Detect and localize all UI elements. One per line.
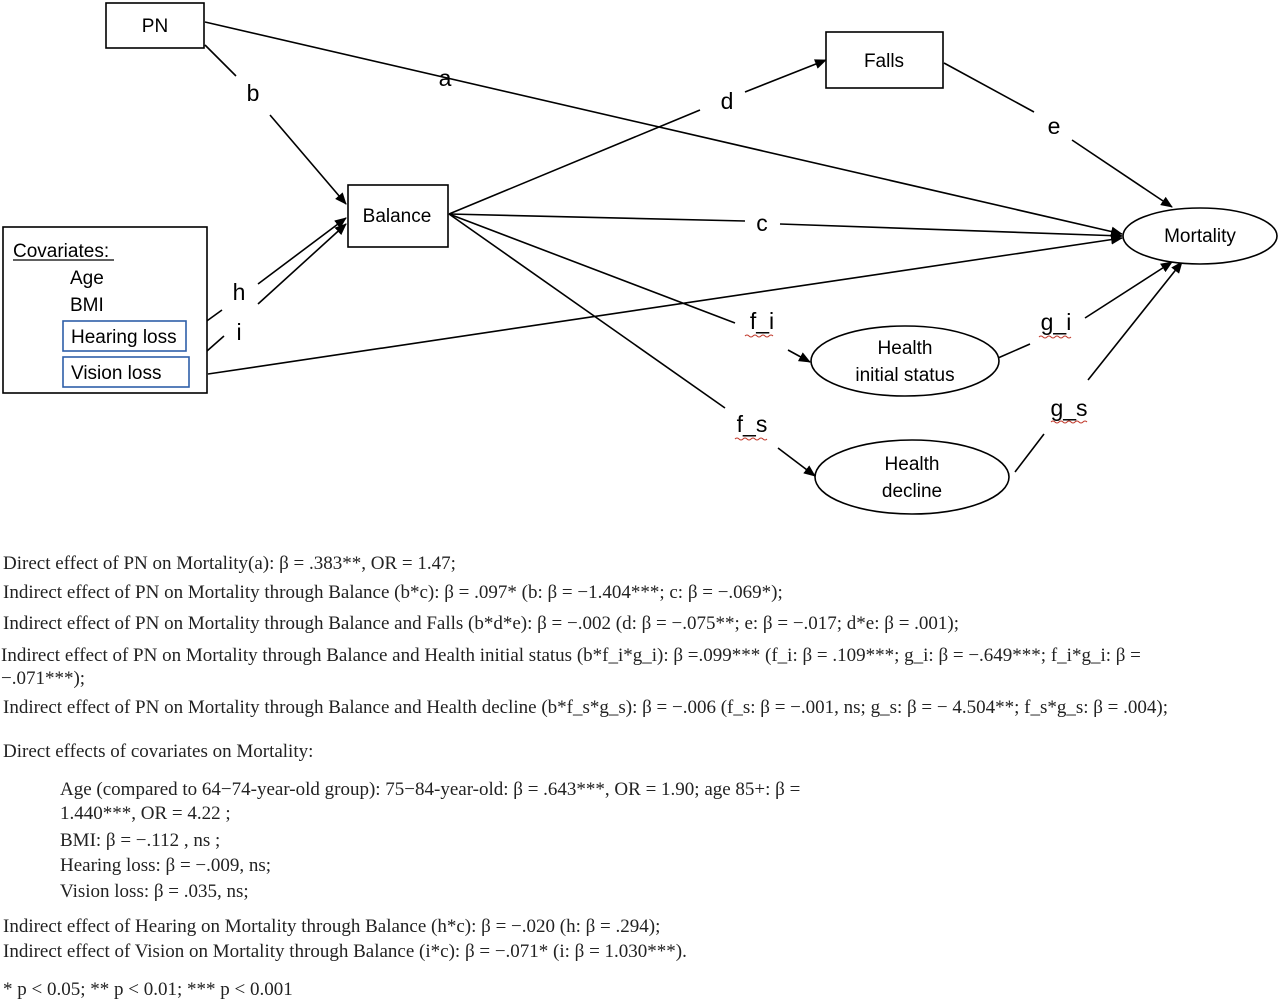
edge-label-i: i — [236, 319, 241, 345]
node-pn: PN — [105, 2, 205, 49]
significance-note: * p < 0.05; ** p < 0.01; *** p < 0.001 — [3, 979, 293, 1000]
edge-vision-mortality — [207, 234, 1123, 375]
effect-line-7a: Age (compared to 64−74-year-old group): … — [60, 779, 801, 800]
node-health-initial-line1: Health — [878, 338, 933, 359]
edge-label-g-s: g_s — [1050, 395, 1087, 421]
covariates-title: Covariates: — [13, 241, 109, 262]
edge-f-s — [448, 213, 726, 409]
edge-label-e: e — [1048, 113, 1061, 139]
effect-line-4b: −.071***); — [1, 668, 86, 689]
edge-g-s-arrow — [1087, 261, 1183, 381]
effect-line-5: Indirect effect of PN on Mortality throu… — [3, 697, 1169, 718]
edge-g-s — [1014, 433, 1045, 473]
effect-line-2: Indirect effect of PN on Mortality throu… — [3, 582, 783, 603]
edge-h-arrow — [257, 217, 347, 285]
covariate-vision-loss: Vision loss — [71, 363, 161, 384]
edge-label-c: c — [756, 210, 768, 236]
edge-i-balance — [257, 223, 347, 305]
edge-e — [943, 62, 1035, 113]
edge-d — [448, 109, 701, 215]
edge-label-b: b — [247, 80, 260, 106]
edge-g-i — [997, 343, 1031, 359]
node-health-initial: Health initial status — [810, 325, 1000, 397]
covariate-hearing-loss: Hearing loss — [71, 327, 177, 348]
edge-g-i-arrow — [1084, 261, 1173, 319]
node-balance-label: Balance — [363, 206, 432, 227]
edge-b — [204, 44, 237, 77]
covariate-age: Age — [70, 268, 104, 289]
node-balance: Balance — [347, 184, 449, 248]
node-health-decline-line2: decline — [882, 481, 942, 502]
edge-label-f-s: f_s — [737, 411, 768, 437]
node-falls: Falls — [825, 31, 944, 89]
node-pn-label: PN — [142, 16, 168, 37]
edge-label-f-i: f_i — [750, 308, 774, 334]
edge-f-s-arrow — [777, 447, 816, 477]
effect-line-1: Direct effect of PN on Mortality(a): β =… — [3, 553, 456, 574]
effect-line-10: Vision loss: β = .035, ns; — [60, 881, 249, 902]
edge-f-i — [448, 213, 736, 324]
node-mortality: Mortality — [1122, 207, 1278, 265]
effect-line-11: Indirect effect of Hearing on Mortality … — [3, 916, 661, 937]
node-health-decline: Health decline — [814, 439, 1010, 515]
edge-label-h: h — [233, 279, 246, 305]
edge-label-a: a — [439, 65, 452, 91]
path-diagram: PN Falls Balance Mortality Health initia… — [2, 2, 1278, 515]
edge-a — [204, 21, 1123, 237]
edge-d-arrow — [744, 59, 827, 93]
effect-line-9: Hearing loss: β = −.009, ns; — [60, 855, 272, 876]
effect-line-4a: Indirect effect of PN on Mortality throu… — [1, 645, 1141, 666]
edge-c — [448, 213, 746, 222]
edge-label-d: d — [721, 88, 734, 114]
node-health-initial-line2: initial status — [855, 365, 954, 386]
edge-label-g-i: g_i — [1041, 309, 1072, 335]
node-falls-label: Falls — [864, 51, 904, 72]
effect-line-8: BMI: β = −.112 , ns ; — [60, 830, 221, 851]
effect-line-12: Indirect effect of Vision on Mortality t… — [3, 941, 687, 962]
covariate-bmi: BMI — [70, 295, 104, 316]
edge-b-arrow — [269, 114, 347, 205]
effect-line-6: Direct effects of covariates on Mortalit… — [3, 741, 314, 762]
node-health-decline-line1: Health — [885, 454, 940, 475]
edge-c-arrow — [779, 223, 1123, 241]
effect-line-7b: 1.440***, OR = 4.22 ; — [60, 803, 231, 824]
node-mortality-label: Mortality — [1164, 226, 1236, 247]
edge-f-i-arrow — [787, 349, 811, 363]
covariates-box: Covariates: Age BMI Hearing loss Vision … — [2, 226, 208, 394]
effect-line-3: Indirect effect of PN on Mortality throu… — [3, 613, 960, 634]
edge-e-arrow — [1071, 139, 1173, 208]
